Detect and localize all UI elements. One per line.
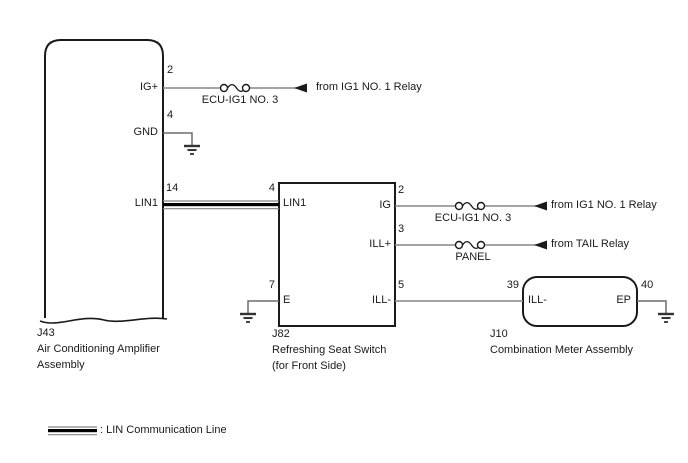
wire-e-ground xyxy=(247,300,279,313)
j43-name-line2: Assembly xyxy=(37,359,85,371)
ground-icon xyxy=(184,144,200,155)
j43-outline-shape xyxy=(39,39,168,324)
j82-name-line2: (for Front Side) xyxy=(272,360,346,372)
j10-pin-number-illminus: 39 xyxy=(506,279,519,291)
j82-pin-label-lin1: LIN1 xyxy=(283,197,307,209)
legend-lin-line-icon xyxy=(48,426,97,436)
j43-pin-label-igplus: IG+ xyxy=(139,81,158,93)
fuse-icon xyxy=(219,83,251,93)
fuse-label-ecu-ig1-no3-1: ECU-IG1 NO. 3 xyxy=(201,94,279,106)
wire-gnd xyxy=(163,132,193,145)
j43-connector-id: J43 xyxy=(37,327,55,339)
fuse-icon xyxy=(454,201,486,211)
j43-pin-number-igplus: 2 xyxy=(167,64,174,76)
j43-pin-label-lin1: LIN1 xyxy=(134,197,158,209)
fuse-label-panel: PANEL xyxy=(455,251,491,263)
j43-pin-number-lin1: 14 xyxy=(166,182,179,194)
j43-torn-edge xyxy=(39,317,168,324)
j82-pin-label-e: E xyxy=(283,294,291,306)
j82-pin-number-e: 7 xyxy=(268,279,275,291)
j10-name-line1: Combination Meter Assembly xyxy=(490,344,634,356)
source-label-tail-relay: from TAIL Relay xyxy=(551,238,630,250)
j82-name-line1: Refreshing Seat Switch xyxy=(272,344,387,356)
wire-ep-ground xyxy=(637,300,667,313)
j43-pin-number-gnd: 4 xyxy=(167,109,174,121)
source-label-ig1-relay-1: from IG1 NO. 1 Relay xyxy=(316,81,422,93)
fuse-label-ecu-ig1-no3-2: ECU-IG1 NO. 3 xyxy=(434,212,512,224)
j10-pin-label-illminus: ILL- xyxy=(528,294,547,306)
ground-icon xyxy=(658,312,674,323)
arrow-left-icon xyxy=(294,83,307,93)
j82-pin-label-illminus: ILL- xyxy=(372,294,391,306)
arrow-left-icon xyxy=(534,201,547,211)
source-label-ig1-relay-2: from IG1 NO. 1 Relay xyxy=(551,199,657,211)
j82-pin-number-ig: 2 xyxy=(398,184,405,196)
j43-pin-label-gnd: GND xyxy=(133,126,158,138)
j82-connector-id: J82 xyxy=(272,328,290,340)
j43-name-line1: Air Conditioning Amplifier xyxy=(37,343,160,355)
ground-icon xyxy=(240,312,256,323)
j82-pin-number-illplus: 3 xyxy=(398,223,405,235)
j10-pin-number-ep: 40 xyxy=(641,279,654,291)
j82-outline-shape xyxy=(278,182,396,327)
j82-pin-number-illminus: 5 xyxy=(398,279,405,291)
fuse-icon xyxy=(454,240,486,250)
lin-communication-line xyxy=(163,200,279,210)
j82-pin-label-ig: IG xyxy=(379,199,391,211)
arrow-left-icon xyxy=(534,240,547,250)
legend-lin-line-label: : LIN Communication Line xyxy=(100,424,227,436)
j10-pin-label-ep: EP xyxy=(616,294,631,306)
j10-connector-id: J10 xyxy=(490,328,508,340)
j82-pin-number-lin1: 4 xyxy=(268,182,275,194)
j82-pin-label-illplus: ILL+ xyxy=(369,238,391,250)
